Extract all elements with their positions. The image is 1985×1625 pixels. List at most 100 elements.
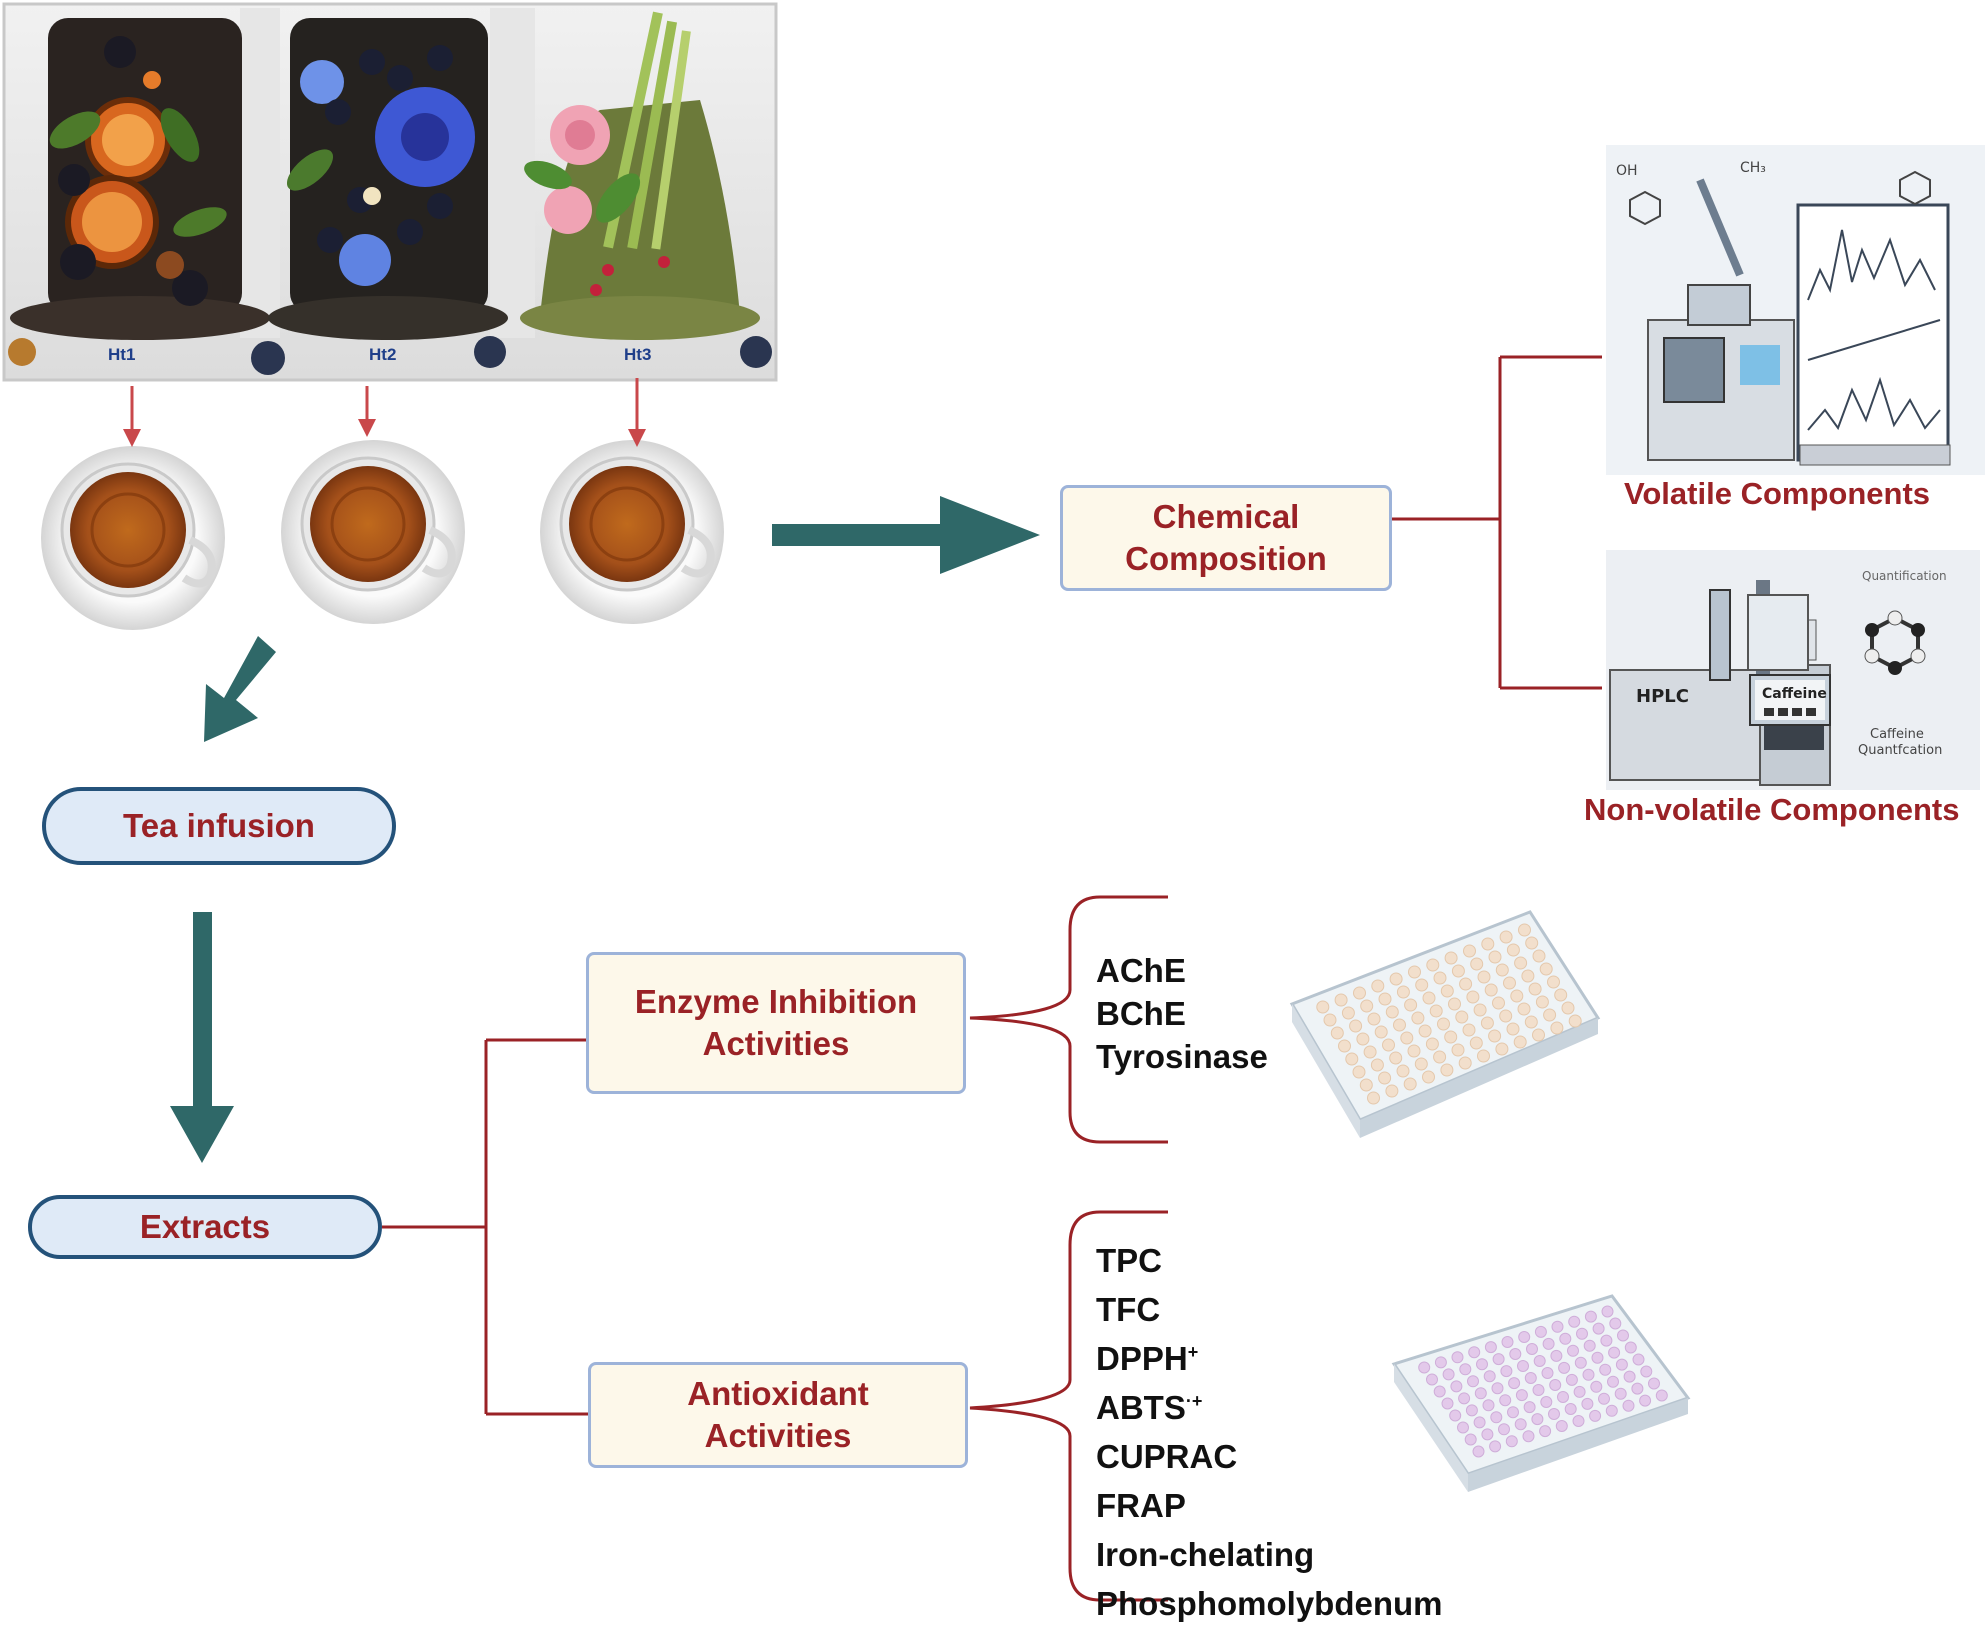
well [1492,1353,1505,1366]
well [1558,1361,1571,1374]
connector-chemical-branches [1392,355,1602,690]
assay-item: CUPRAC [1096,1438,1238,1475]
well [1498,1423,1510,1436]
well [1599,1363,1612,1376]
well [1532,1028,1545,1042]
enzyme-inhibition-box: Enzyme Inhibition Activities [586,952,966,1094]
teacup-ht1 [41,446,225,630]
well [1534,1325,1547,1338]
brace-antioxidant-assays [969,1210,1168,1602]
assay-item: AChE [1096,952,1186,989]
well [1473,1003,1487,1017]
well [1574,1356,1587,1369]
well [1568,1315,1581,1328]
well [1470,957,1484,971]
non-volatile-components-caption: Non-volatile Components [1584,792,1960,827]
teacup-ht2 [281,440,465,624]
well [1433,1385,1446,1398]
well [1564,1403,1577,1415]
well [1508,1377,1521,1390]
well [1539,962,1553,976]
well [1463,944,1476,958]
well [1600,1334,1613,1347]
well [1389,1051,1403,1065]
well [1492,996,1505,1010]
well [1349,1019,1363,1033]
well [1639,1394,1652,1407]
assay-item: Tyrosinase [1096,1038,1268,1075]
well [1356,1032,1370,1046]
well [1477,1049,1490,1063]
antioxidant-assay-list: TPC TFC DPPH+ ABTS·+ CUPRAC FRAP Iron-ch… [1096,1233,1443,1625]
well [1509,1348,1522,1360]
well [1434,1356,1447,1369]
well [1451,1351,1464,1364]
well [1400,1031,1414,1045]
well [1495,1042,1509,1056]
well [1510,989,1524,1003]
well [1455,1010,1469,1024]
well [1549,1379,1562,1391]
well [1418,1024,1432,1038]
well [1338,1039,1351,1053]
well [1542,1337,1555,1350]
well [1615,1358,1628,1371]
svg-text:Quantification: Quantification [1862,569,1947,583]
well [1548,1408,1560,1420]
well [1482,1399,1495,1412]
well [1378,992,1392,1006]
enzyme-inhibition-line2: Activities [702,1025,850,1062]
antioxidant-line1: Antioxidant [687,1375,869,1412]
teacup-ht3 [540,440,724,624]
well [1385,1084,1399,1098]
well [1499,1009,1513,1023]
well [1484,983,1498,997]
well [1363,1045,1377,1059]
well-plate-antioxidant [1391,1294,1691,1492]
well [1396,1064,1410,1078]
well [1547,975,1560,989]
well [1458,1056,1472,1070]
well [1341,1006,1355,1020]
brace-enzyme-assays [969,895,1168,1144]
chemical-composition-line2: Composition [1125,540,1327,577]
well [1488,950,1502,964]
well [1415,978,1429,992]
arrow-cups-to-chemical [772,496,1040,574]
well [1515,1389,1528,1402]
chemical-composition-line1: Chemical [1152,498,1300,535]
well [1503,976,1516,990]
well [1467,1375,1479,1388]
well [1521,969,1535,983]
svg-text:HPLC: HPLC [1636,686,1689,707]
enzyme-assay-list: AChE BChE Tyrosinase [1096,949,1268,1078]
well [1505,1435,1518,1448]
well [1367,1012,1381,1026]
well [1640,1365,1653,1378]
well [1617,1329,1629,1342]
well [1605,1404,1618,1417]
well [1517,1360,1529,1372]
well [1589,1409,1602,1422]
well [1353,986,1366,1000]
well [1523,1401,1536,1414]
svg-text:Quantfcation: Quantfcation [1858,743,1942,758]
well [1458,1392,1471,1405]
well [1474,1387,1487,1400]
arrow-infusion-to-extracts [170,912,234,1163]
well [1396,985,1410,999]
well [1422,991,1436,1005]
well [1572,1415,1585,1427]
well [1590,1380,1603,1393]
well [1382,1038,1395,1052]
assay-item: Iron-chelating [1096,1536,1315,1573]
well [1518,1331,1531,1343]
well [1473,1416,1486,1429]
well [1525,936,1539,950]
well [1550,1349,1563,1362]
assay-item: DPPH+ [1096,1340,1199,1377]
well [1624,1341,1637,1354]
extracts-node: Extracts [28,1195,382,1259]
well [1370,1058,1384,1072]
well [1506,1022,1520,1036]
